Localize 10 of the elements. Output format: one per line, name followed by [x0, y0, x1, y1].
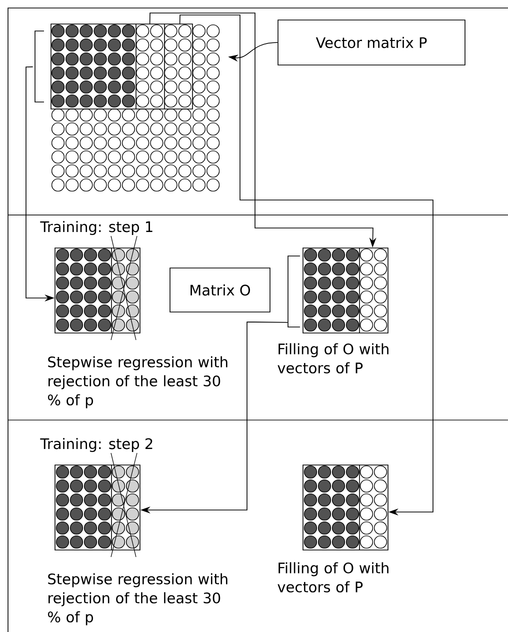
node-label: Filling of O with vectors of P [278, 343, 388, 374]
text-box: Matrix O [170, 268, 270, 312]
arrow [179, 14, 434, 516]
node-label: Stepwise regression with rejection of the least 30 % of p [48, 573, 228, 626]
step-heading: Training: step 1 [40, 220, 152, 236]
text-box: Vector matrix P [278, 20, 466, 66]
matrix-drawing [34, 24, 220, 192]
node-label: Stepwise regression with rejection of the least 30 % of p [48, 356, 228, 408]
step-heading: Training: step 2 [40, 438, 152, 452]
node-label: Filling of O with vectors of P [278, 562, 388, 592]
